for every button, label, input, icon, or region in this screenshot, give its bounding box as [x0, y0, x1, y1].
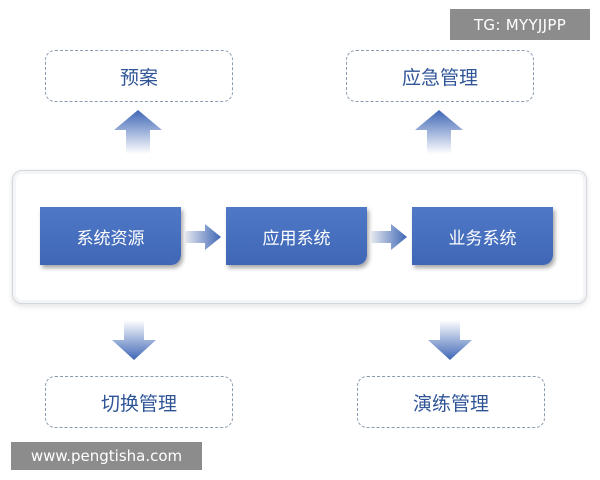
- url-watermark: www.pengtisha.com: [11, 442, 202, 470]
- up-arrow-right: [415, 110, 463, 154]
- tg-watermark-text: TG: MYYJJPP: [473, 15, 567, 34]
- application-system-box: 应用系统: [226, 207, 367, 265]
- emergency-management-label: 应急管理: [401, 66, 478, 89]
- application-system-label: 应用系统: [262, 228, 331, 249]
- drill-management-label: 演练管理: [412, 392, 489, 415]
- emergency-management-box: 应急管理: [346, 50, 534, 102]
- switch-management-box: 切换管理: [45, 376, 233, 428]
- right-arrow-2: [371, 224, 407, 250]
- down-arrow-left: [112, 320, 156, 360]
- down-arrow-right: [428, 320, 472, 360]
- up-arrow-left: [114, 110, 162, 154]
- tg-watermark: TG: MYYJJPP: [450, 9, 590, 40]
- right-arrow-1: [185, 224, 221, 250]
- system-resources-label: 系统资源: [76, 228, 145, 249]
- plan-box: 预案: [45, 50, 233, 102]
- url-watermark-text: www.pengtisha.com: [30, 447, 183, 465]
- business-system-box: 业务系统: [412, 207, 553, 265]
- plan-label: 预案: [119, 66, 158, 89]
- system-resources-box: 系统资源: [40, 207, 181, 265]
- switch-management-label: 切换管理: [100, 392, 177, 415]
- business-system-label: 业务系统: [448, 228, 517, 249]
- drill-management-box: 演练管理: [357, 376, 545, 428]
